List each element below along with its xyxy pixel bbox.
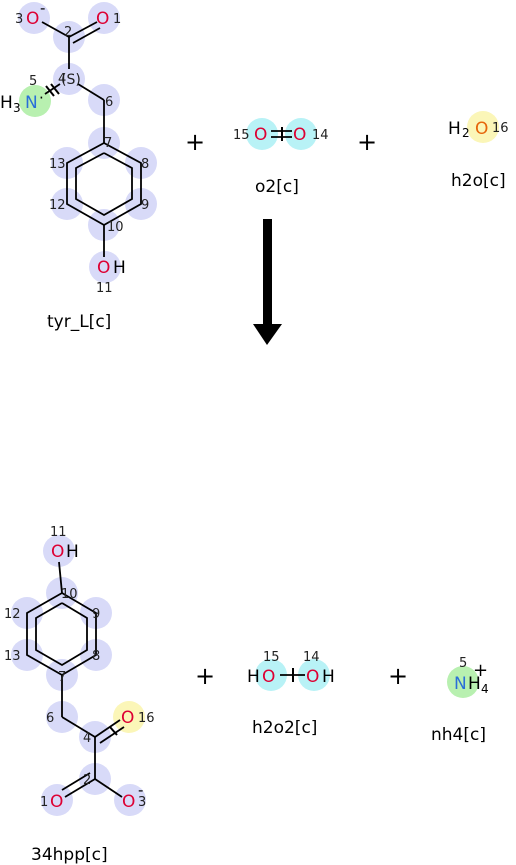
atom-number-6: 6	[46, 711, 54, 726]
atom-number-3: 3	[15, 12, 23, 27]
atom-number-13: 13	[49, 157, 66, 172]
atom-number-10: 10	[107, 220, 124, 235]
label-h2o2: h2o2[c]	[252, 718, 317, 738]
bond-c4-c6	[77, 83, 105, 101]
atom-number-4: 4	[83, 731, 91, 746]
plus-sign-3: +	[195, 662, 215, 690]
molecule-h2o2: 15 14 H O O H h2o2[c]	[247, 650, 335, 738]
atom-number-15: 15	[263, 650, 280, 665]
atom-number-15: 15	[233, 128, 250, 143]
charge-minus-o3: -	[40, 0, 45, 17]
molecule-tyr-l: 3 O - O 1 2 4 (S) 5 H 3 N · 6 7 8 9 10 1…	[0, 0, 149, 332]
atom-o11: O	[97, 258, 110, 278]
atom-number-16: 16	[138, 711, 155, 726]
charge-minus-o3: -	[138, 781, 143, 799]
atom-number-9: 9	[141, 198, 149, 213]
atom-number-3: 3	[138, 795, 146, 810]
label-nh4: nh4[c]	[431, 725, 486, 745]
atom-number-11: 11	[96, 281, 113, 296]
atom-o1: O	[96, 9, 109, 29]
atom-number-11: 11	[50, 525, 67, 540]
atom-number-14: 14	[303, 650, 320, 665]
atom-number-1: 1	[40, 795, 48, 810]
atom-number-8: 8	[141, 157, 149, 172]
label-h2o: h2o[c]	[451, 171, 506, 191]
plus-sign-4: +	[388, 662, 408, 690]
bond-c4-n5	[44, 83, 61, 95]
atom-number-7: 7	[104, 136, 112, 151]
molecule-nh4: 5 + N H 4 nh4[c]	[431, 656, 489, 745]
atom-h3-subscript: 3	[13, 101, 21, 115]
atom-number-1: 1	[113, 12, 121, 27]
change-markers	[45, 83, 294, 736]
atom-number-5: 5	[459, 656, 467, 671]
atom-o1: O	[50, 792, 63, 812]
molecule-o2: 15 O O 14 o2[c]	[233, 125, 329, 197]
atom-number-6: 6	[105, 95, 113, 110]
atom-h3-n: H	[0, 93, 13, 113]
atom-number-2: 2	[64, 25, 72, 40]
bond-c6-c4	[61, 716, 96, 738]
atom-h-o15: H	[247, 667, 260, 687]
atom-h2-water: H	[448, 119, 461, 139]
plus-sign-2: +	[357, 128, 377, 156]
atom-number-14: 14	[312, 128, 329, 143]
bond-o3-c2	[41, 21, 70, 38]
bond-c4-o16-double	[99, 726, 125, 744]
atom-n5: N	[454, 674, 467, 694]
label-tyr-l: tyr_L[c]	[47, 312, 111, 332]
atom-o16-water: O	[475, 119, 488, 139]
bond-o11-c10	[58, 561, 63, 594]
atom-number-4: 4	[58, 72, 66, 87]
atom-highlights	[11, 2, 499, 816]
radical-dot: ·	[39, 89, 44, 107]
atom-o3: O	[26, 9, 39, 29]
atom-h-o11: H	[113, 258, 126, 278]
atom-h4: H	[468, 674, 481, 694]
molecule-h2o: H 2 O 16 h2o[c]	[448, 119, 509, 191]
bond-c2-o1	[68, 21, 98, 38]
atom-o14: O	[306, 667, 319, 687]
bond-c4-o16	[94, 719, 121, 738]
atom-h-o11: H	[66, 542, 79, 562]
atom-number-10: 10	[61, 587, 78, 602]
atom-o15: O	[254, 125, 267, 145]
atom-number-12: 12	[4, 607, 21, 622]
atom-number-8: 8	[92, 649, 100, 664]
stereo-label-s: (S)	[61, 72, 81, 88]
label-34hpp: 34hpp[c]	[31, 845, 108, 865]
bond-c2-o1	[64, 778, 96, 798]
atom-h-o14: H	[322, 667, 335, 687]
atom-number-7: 7	[58, 670, 66, 685]
bond-c2-o1-double	[72, 27, 101, 44]
atom-n5: N	[25, 93, 38, 113]
atom-number-12: 12	[49, 198, 66, 213]
atom-o3: O	[122, 792, 135, 812]
atom-number-2: 2	[83, 773, 91, 788]
atom-number-9: 9	[92, 607, 100, 622]
benzene-inner-tyr	[75, 152, 133, 217]
plus-sign-1: +	[185, 128, 205, 156]
atom-number-16: 16	[492, 121, 509, 136]
reaction-arrow	[253, 219, 282, 345]
label-o2: o2[c]	[255, 177, 299, 197]
atom-number-13: 13	[4, 649, 21, 664]
atom-o16: O	[121, 708, 134, 728]
bond-c2-o3	[94, 778, 123, 798]
atom-o11: O	[51, 542, 64, 562]
benzene-inner-hpp	[35, 602, 88, 667]
atom-h2-water-subscript: 2	[462, 126, 470, 140]
atom-o14: O	[293, 125, 306, 145]
atom-h4-subscript: 4	[481, 682, 489, 696]
atom-number-5: 5	[29, 74, 37, 89]
atom-o15: O	[262, 667, 275, 687]
bond-c2-o1-double	[61, 772, 91, 791]
charge-plus-nh4: +	[473, 660, 488, 681]
molecule-34hpp: 11 O H 10 9 8 7 13 12 6 4 O 16 2 1 O O -…	[4, 525, 155, 865]
